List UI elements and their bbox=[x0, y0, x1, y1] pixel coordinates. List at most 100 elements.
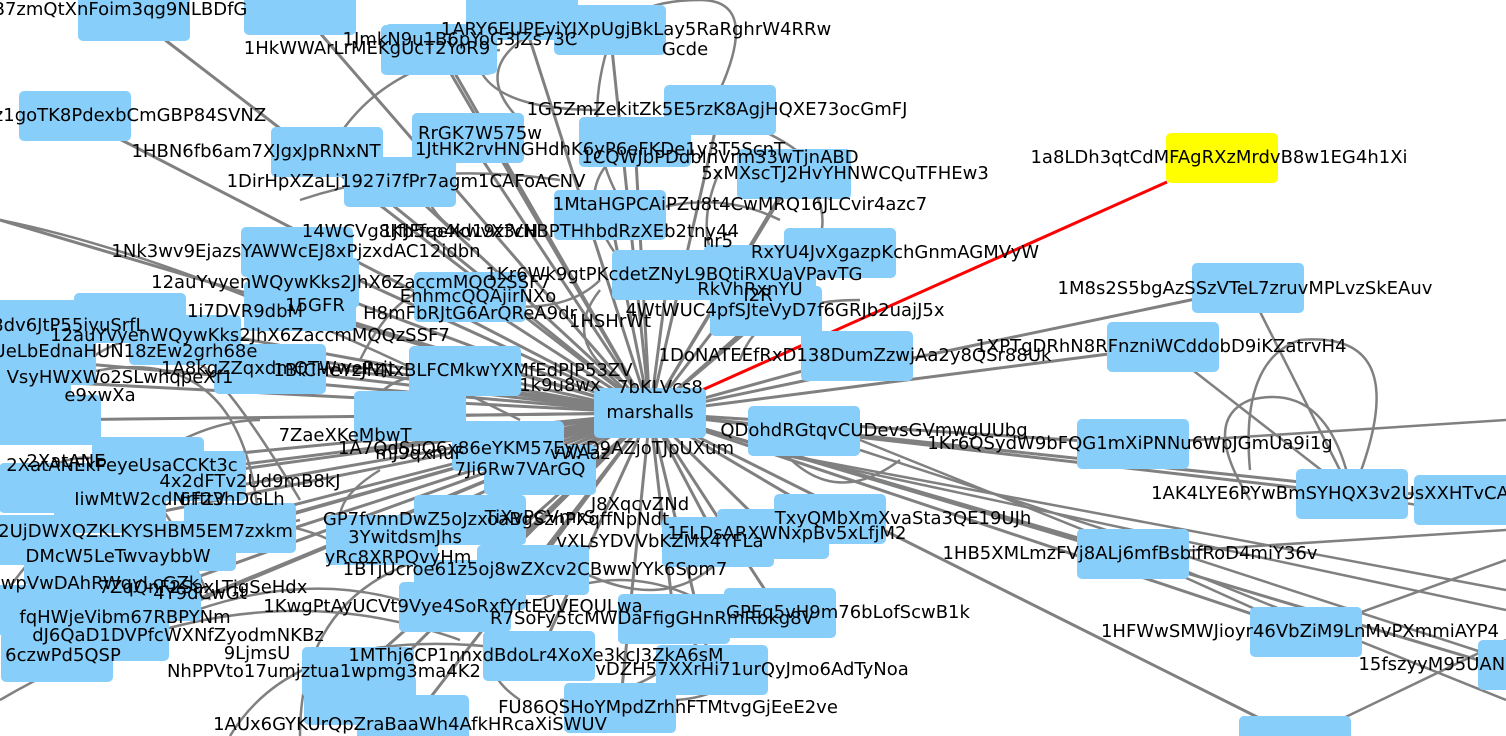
node-label-1hkwwarlrmekguct2yor9: 1HkWWArLrMEKgUcT2YoR9 bbox=[244, 38, 490, 59]
graph-node[interactable] bbox=[564, 683, 676, 733]
graph-node[interactable] bbox=[354, 391, 466, 441]
graph-node[interactable] bbox=[1077, 419, 1189, 469]
graph-node[interactable] bbox=[1250, 607, 1362, 657]
graph-node[interactable] bbox=[1107, 322, 1219, 372]
graph-edge bbox=[1246, 287, 1354, 495]
graph-node[interactable] bbox=[129, 315, 241, 365]
node-label-marshalls: marshalls bbox=[606, 402, 693, 423]
graph-edge bbox=[133, 14, 651, 415]
graph-node[interactable] bbox=[724, 588, 836, 638]
graph-edge bbox=[14, 378, 651, 415]
node-label-rxyu4jvxgazpkchgnmagmvyw: RxYU4JvXgazpKchGnmAGMVyW bbox=[751, 242, 1039, 263]
node-label-15fszyym95uanie: 15fszyyM95UANiE bbox=[1358, 654, 1506, 675]
graph-node[interactable] bbox=[1, 632, 113, 682]
graph-node[interactable] bbox=[452, 421, 564, 471]
node-label: 6F23hDGLh bbox=[179, 489, 284, 510]
node-label-qdohdrgtqvcudevsgvmwguubg: QDohdRGtqvCUDevsGVmwgUUbg bbox=[720, 420, 1027, 441]
graph-node[interactable] bbox=[344, 157, 456, 207]
graph-node[interactable] bbox=[748, 406, 860, 456]
graph-node[interactable] bbox=[414, 272, 526, 322]
graph-node[interactable] bbox=[784, 228, 896, 278]
node-label-1ak4lye6pywbmsyhqx3v2usxxhtvca: 1AK4LYE6PYwBmSYHQX3v2UsXXHTvCA bbox=[1151, 483, 1506, 504]
node-label: 1i7DVR9dbM bbox=[187, 301, 303, 322]
graph-node[interactable] bbox=[710, 286, 822, 336]
graph-edge bbox=[478, 69, 601, 112]
node-label-1donateefrxd138dumzzwjaa2y8qsr88uk: 1DoNATEEfRxD138DumZzwjAa2y8QSr88Uk bbox=[659, 345, 1052, 366]
graph-node[interactable] bbox=[0, 355, 71, 405]
graph-node[interactable] bbox=[399, 582, 511, 632]
node-label: 1HSHrWt bbox=[569, 311, 651, 332]
graph-node[interactable] bbox=[409, 346, 521, 396]
highlighted-node[interactable] bbox=[1166, 133, 1278, 183]
graph-node[interactable] bbox=[1414, 475, 1506, 525]
graph-edge bbox=[759, 448, 1506, 592]
node-label-vdzh57xxrhi71urqyjmo6adtynoa: vDZH57XXrHi71urQyJmo6AdTyNoa bbox=[595, 659, 909, 680]
center-node[interactable] bbox=[594, 388, 706, 438]
node-label-7zqqnf2saxltjgsehdx: 7ZqQnF2SaxLTjgSeHdx bbox=[99, 577, 308, 598]
node-label-z1gotk8pdexbcmgbp84svnz: z1goTK8PdexbCmGBP84SVNZ bbox=[0, 105, 266, 126]
graph-node[interactable] bbox=[124, 521, 236, 571]
graph-node[interactable] bbox=[214, 344, 326, 394]
node-label-txyqmbxmxvasta3qe19ujh: TxyQMbXmXvaSta3QE19UJh bbox=[774, 508, 1032, 529]
graph-node[interactable] bbox=[656, 645, 768, 695]
graph-edge bbox=[39, 358, 651, 415]
node-label: 14WCVg8Kb5rp4kwvX3cH bbox=[302, 221, 538, 242]
graph-node[interactable] bbox=[612, 250, 724, 300]
graph-edge bbox=[649, 411, 1134, 446]
graph-node[interactable] bbox=[89, 571, 201, 621]
node-label-1a8ldh3qtcdmfagrxzmrdvb8w1eg4h1xi: 1a8LDh3qtCdMFAgRXzMrdvB8w1EG4h1Xi bbox=[1030, 147, 1407, 168]
graph-edge bbox=[298, 558, 421, 736]
node-label: H8mFbRJtG6ArQReA9dr bbox=[363, 303, 577, 324]
graph-node[interactable] bbox=[357, 695, 469, 736]
graph-node[interactable] bbox=[381, 25, 493, 75]
node-label: 7Yf1xLUeLbEdnaHUN18zEw2grh68e bbox=[0, 341, 257, 362]
graph-edge bbox=[59, 365, 262, 541]
highlighted-edge-layer bbox=[699, 180, 1168, 393]
node-label: 6czwPd5QSP bbox=[5, 645, 121, 666]
node-label-1aux6gykurqpzrabaawh4afkhrcaxiswuv: 1AUx6GYKUrQpZraBaaWh4AfkHRcaXiSWUV bbox=[213, 714, 608, 735]
node-label: 1MtaHGPCAiPZu8t4CwMRQ16JLCvir4azc7 bbox=[553, 194, 927, 215]
node-label-1kr6qsydw9bfqg1mxipnnu6wpjgmua9i1g: 1Kr6QSydW9bFQG1mXiPNNu6WpJGmUa9i1g bbox=[927, 433, 1332, 454]
graph-node[interactable] bbox=[19, 91, 131, 141]
graph-node[interactable] bbox=[1192, 263, 1304, 313]
node-label: 4Y9dCwGt bbox=[153, 583, 247, 604]
graph-node[interactable] bbox=[78, 0, 190, 41]
graph-edge bbox=[1223, 395, 1354, 501]
graph-node[interactable] bbox=[1478, 640, 1506, 690]
graph-node[interactable] bbox=[54, 483, 166, 533]
graph-node[interactable] bbox=[414, 495, 526, 545]
graph-node[interactable] bbox=[412, 113, 524, 163]
node-label: e2UjDWXQZKLKYSHBM5EM7zxkm bbox=[0, 521, 293, 542]
graph-node[interactable] bbox=[326, 515, 438, 565]
graph-node[interactable] bbox=[554, 5, 666, 55]
graph-node[interactable] bbox=[664, 85, 776, 135]
node-label: J8XqcvZNd bbox=[590, 494, 689, 515]
graph-node[interactable] bbox=[244, 0, 356, 35]
node-label: nr5 bbox=[703, 231, 733, 252]
node-label: RkVhRxnYU bbox=[697, 279, 802, 300]
graph-node[interactable] bbox=[662, 517, 774, 567]
graph-node[interactable] bbox=[801, 331, 913, 381]
graph-edge bbox=[537, 412, 652, 657]
graph-node[interactable] bbox=[1077, 529, 1189, 579]
graph-node[interactable] bbox=[618, 594, 730, 644]
node-label-vxlsydvvbkzmx4yfla: vXLsYDVVbKZMx4YFLa bbox=[556, 531, 763, 552]
graph-node[interactable] bbox=[1296, 469, 1408, 519]
node-label: 7Ji6Rw7VArGQ bbox=[455, 459, 586, 480]
graph-node[interactable] bbox=[1239, 716, 1351, 736]
node-label-1hbn6fb6am7xjgxjprnxnt: 1HBN6fb6am7XJgxJpRNxNT bbox=[131, 141, 381, 162]
graph-edge bbox=[618, 412, 652, 709]
graph-node[interactable] bbox=[483, 631, 595, 681]
graph-node[interactable] bbox=[737, 149, 849, 199]
graph-node[interactable] bbox=[579, 117, 691, 167]
graph-node[interactable] bbox=[244, 281, 356, 331]
graph-edge bbox=[582, 289, 621, 382]
graph-node[interactable] bbox=[0, 395, 101, 445]
node-label: e9xwXa bbox=[64, 385, 135, 406]
graph-edge bbox=[648, 412, 782, 614]
node-label-1kr6wk9gtpkcdetznyl9bqtirxuavpavtg: 1Kr6Wk9gtPKcdetZNyL9BQtiRXUaVPavTG bbox=[486, 264, 863, 285]
graph-node[interactable] bbox=[554, 190, 666, 240]
graph-node[interactable] bbox=[302, 647, 414, 697]
